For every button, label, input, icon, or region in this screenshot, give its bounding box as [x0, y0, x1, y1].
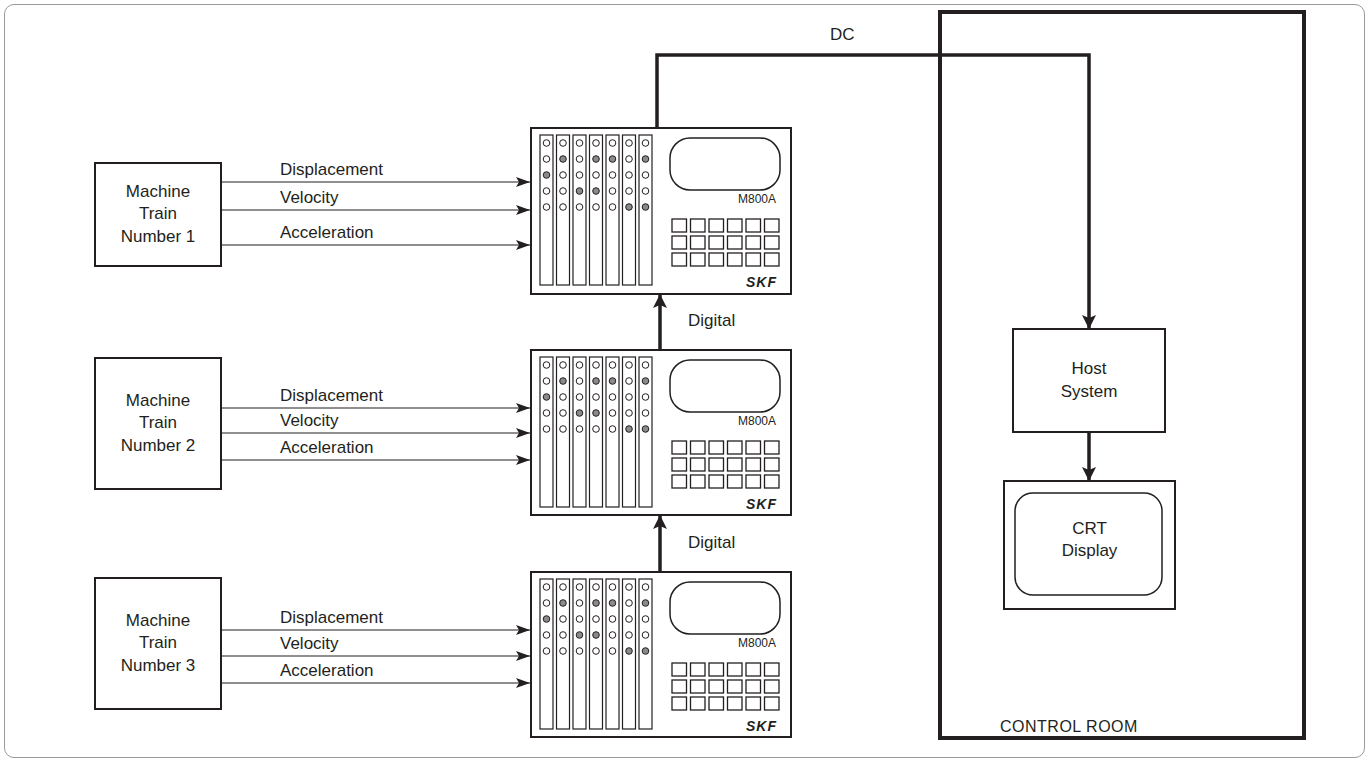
signal-line	[222, 407, 530, 408]
host-label: Host System	[1044, 358, 1134, 402]
signal-link	[658, 295, 662, 349]
signal-label: DC	[828, 25, 857, 45]
unit-panel	[532, 351, 790, 515]
model-number: M800A	[738, 192, 776, 206]
brand-logo: SKF	[746, 496, 777, 512]
crt-label: CRT Display	[1005, 518, 1174, 562]
page-frame	[4, 4, 1365, 758]
machine-train-box: Machine Train Number 1	[94, 162, 222, 267]
machine-train-box: Machine Train Number 2	[94, 357, 222, 490]
signal-label: Digital	[686, 533, 737, 553]
signal-label: Digital	[686, 311, 737, 331]
signal-link	[657, 55, 1089, 328]
signal-label: Displacement	[278, 160, 385, 180]
machine-train-label: Machine Train Number 2	[112, 390, 204, 456]
model-number: M800A	[738, 414, 776, 428]
machine-train-label: Machine Train Number 3	[112, 610, 204, 676]
signal-line	[222, 682, 530, 683]
brand-logo: SKF	[746, 274, 777, 290]
host-system-box: Host System	[1012, 328, 1166, 433]
unit-panel	[532, 129, 790, 293]
signal-line	[222, 459, 530, 460]
monitor-unit: M800A SKF	[530, 349, 792, 516]
machine-train-box: Machine Train Number 3	[94, 577, 222, 710]
signal-link	[1087, 433, 1091, 480]
signal-label: Velocity	[278, 411, 341, 431]
unit-panel	[532, 573, 790, 737]
signal-label: Velocity	[278, 634, 341, 654]
signal-link	[658, 516, 662, 571]
signal-label: Acceleration	[278, 438, 376, 458]
signal-line	[222, 655, 530, 656]
signal-label: Displacement	[278, 386, 385, 406]
room-label: CONTROL ROOM	[1000, 717, 1138, 738]
crt-display: CRT Display	[1003, 480, 1176, 610]
signal-label: Acceleration	[278, 223, 376, 243]
signal-line	[222, 244, 530, 245]
brand-logo: SKF	[746, 718, 777, 734]
control-room: CONTROL ROOM Host SystemCRT Display	[938, 10, 1306, 740]
monitor-unit: M800A SKF	[530, 127, 792, 295]
signal-line	[222, 432, 530, 433]
model-number: M800A	[738, 636, 776, 650]
signal-line	[222, 181, 530, 182]
signal-line	[222, 629, 530, 630]
signal-label: Displacement	[278, 608, 385, 628]
monitor-unit: M800A SKF	[530, 571, 792, 738]
signal-label: Acceleration	[278, 661, 376, 681]
machine-train-label: Machine Train Number 1	[112, 181, 204, 247]
signal-label: Velocity	[278, 188, 341, 208]
signal-line	[222, 209, 530, 210]
